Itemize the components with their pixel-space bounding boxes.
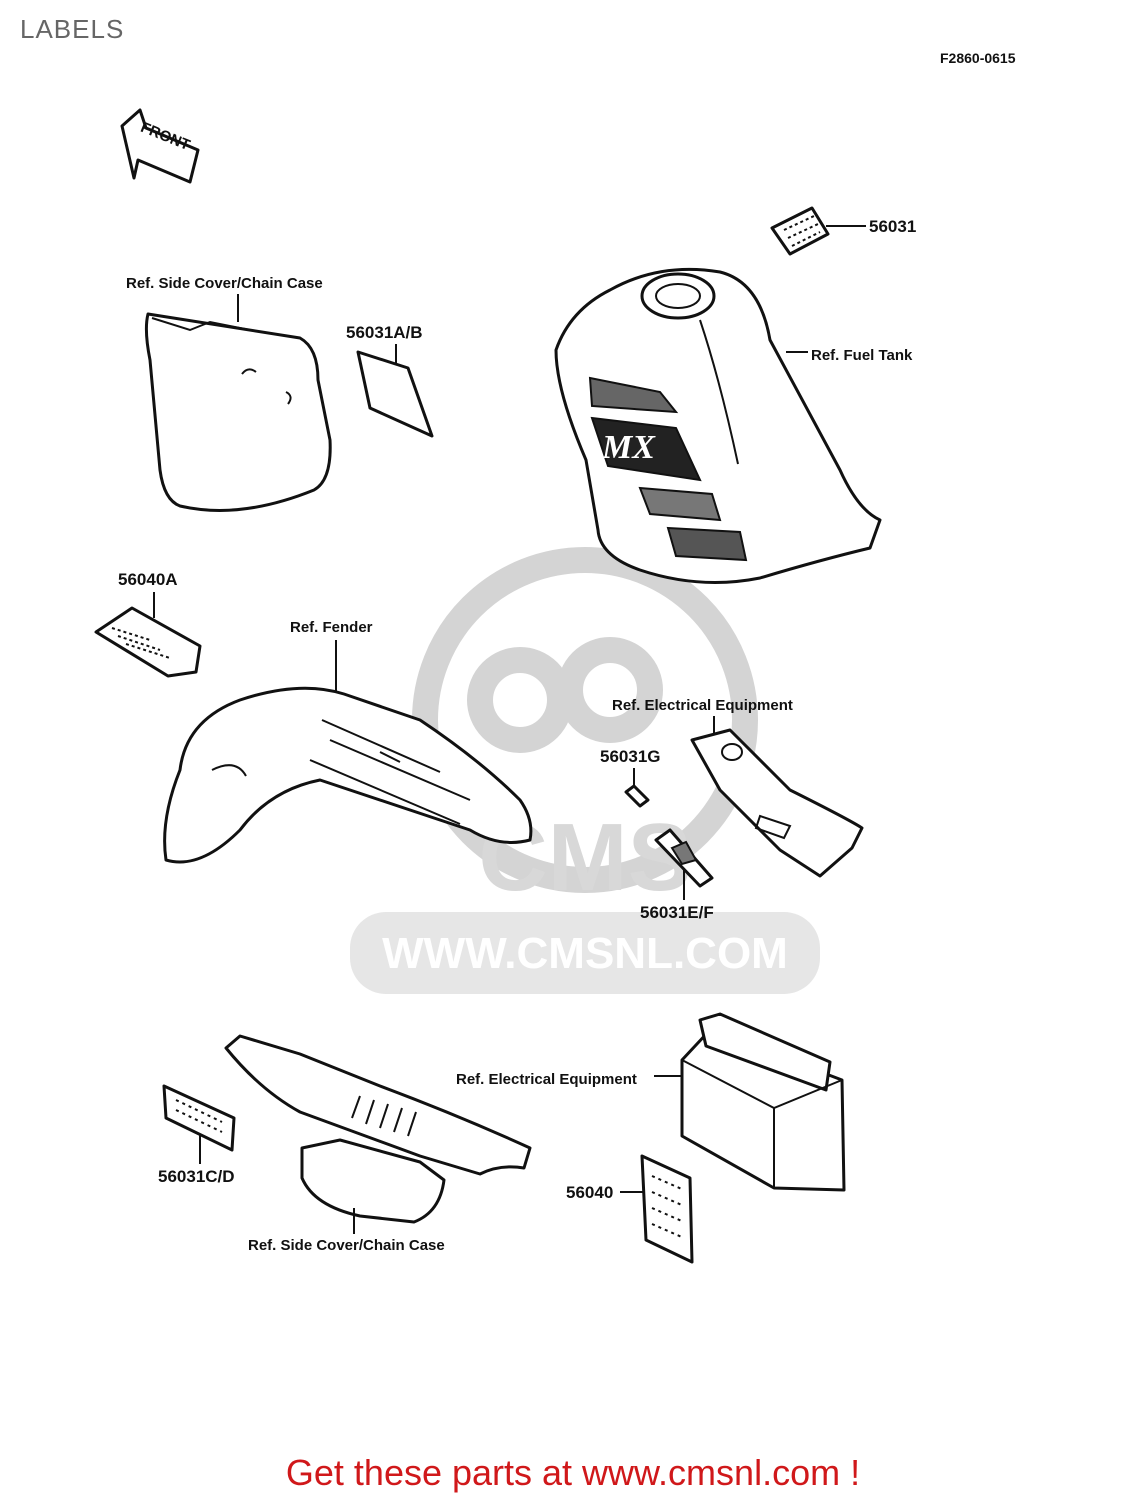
fuel-tank-cap: [640, 272, 716, 320]
ref-electrical-bottom: Ref. Electrical Equipment: [456, 1071, 637, 1088]
fender-detail: [211, 751, 401, 777]
front-arrow-icon: [120, 108, 200, 184]
watermark-ring: [412, 547, 758, 893]
label-sticker-56031: [770, 206, 830, 256]
ref-fuel-tank: Ref. Fuel Tank: [811, 347, 913, 364]
watermark-url-box: [350, 912, 820, 994]
electrical-mid-group: Ref. Electrical Equipment: [612, 697, 864, 878]
part-56031ab-group: 56031A/B: [346, 323, 434, 438]
side-cover-top-detail: [151, 317, 292, 405]
side-cover-bottom-part: [300, 1138, 446, 1224]
label-sticker-56031cd-print: [175, 1099, 223, 1133]
part-56031g-group: 56031G: [600, 747, 661, 808]
tank-logo-panel: [590, 416, 702, 482]
electrical-bracket-hole: [721, 743, 743, 761]
page-title: LABELS: [20, 14, 125, 44]
label-sticker-56040: [640, 1154, 694, 1264]
watermark-eye-left: [467, 647, 573, 753]
fuel-tank-cap-inner: [655, 283, 701, 309]
electrical-bracket-slot: [754, 814, 792, 840]
side-cover-top-part: [144, 312, 332, 512]
side-cover-bottom-group: Ref. Side Cover/Chain Case: [224, 1034, 532, 1254]
part-56031ef-group: 56031E/F: [640, 828, 714, 922]
fuel-tank-part: [554, 267, 882, 584]
label-sticker-56040a: [94, 606, 202, 678]
part-number-56031ef: 56031E/F: [640, 903, 714, 922]
tank-stripe-3: [666, 526, 748, 562]
fuel-tank-group: MX Ref. Fuel Tank: [554, 267, 913, 584]
part-number-56031g: 56031G: [600, 747, 661, 766]
part-number-56040a: 56040A: [118, 570, 178, 589]
diagram-id: F2860-0615: [940, 50, 1016, 66]
watermark-url-text: WWW.CMSNL.COM: [382, 929, 788, 978]
chain-case-fins: [351, 1095, 417, 1137]
part-number-56031: 56031: [869, 217, 916, 236]
footer-link-text[interactable]: Get these parts at www.cmsnl.com !: [285, 1452, 861, 1493]
ref-electrical-mid: Ref. Electrical Equipment: [612, 697, 793, 714]
ref-fender: Ref. Fender: [290, 619, 373, 636]
ref-side-cover-top: Ref. Side Cover/Chain Case: [126, 275, 323, 292]
tank-logo-text: MX: [601, 429, 656, 466]
battery-edges: [681, 1059, 843, 1188]
label-sticker-56031cd: [162, 1084, 236, 1152]
part-56040-group: 56040: [566, 1154, 694, 1264]
side-cover-top-group: Ref. Side Cover/Chain Case: [126, 275, 332, 512]
fuel-tank-ridge: [699, 319, 739, 465]
exploded-view-diagram: CMS WWW.CMSNL.COM FRONT 56031 Ref. Side …: [94, 108, 916, 1264]
label-sticker-56031ab: [356, 350, 434, 438]
part-number-56031ab: 56031A/B: [346, 323, 423, 342]
label-sticker-56031g: [624, 784, 650, 808]
part-56031cd-group: 56031C/D: [158, 1084, 236, 1186]
front-arrow: FRONT: [120, 108, 200, 184]
label-sticker-56040a-print: [111, 627, 171, 659]
label-sticker-56031-print: [783, 215, 821, 247]
tank-stripe-1: [588, 376, 679, 414]
battery-top-part: [698, 1012, 832, 1092]
part-number-56031cd: 56031C/D: [158, 1167, 235, 1186]
label-sticker-56031ef-print: [670, 840, 698, 866]
part-56031-group: 56031: [770, 206, 916, 256]
watermark-eye-right: [557, 637, 663, 743]
electrical-bottom-group: Ref. Electrical Equipment: [456, 1012, 846, 1192]
fender-ribs: [309, 719, 471, 825]
chain-case-part: [224, 1034, 532, 1176]
fender-group: Ref. Fender: [163, 619, 533, 864]
cms-watermark: CMS WWW.CMSNL.COM: [350, 547, 820, 994]
electrical-bracket-part: [690, 728, 864, 878]
ref-side-cover-bottom: Ref. Side Cover/Chain Case: [248, 1237, 445, 1254]
part-number-56040: 56040: [566, 1183, 613, 1202]
part-56040a-group: 56040A: [94, 570, 202, 678]
tank-stripe-2: [638, 486, 722, 522]
